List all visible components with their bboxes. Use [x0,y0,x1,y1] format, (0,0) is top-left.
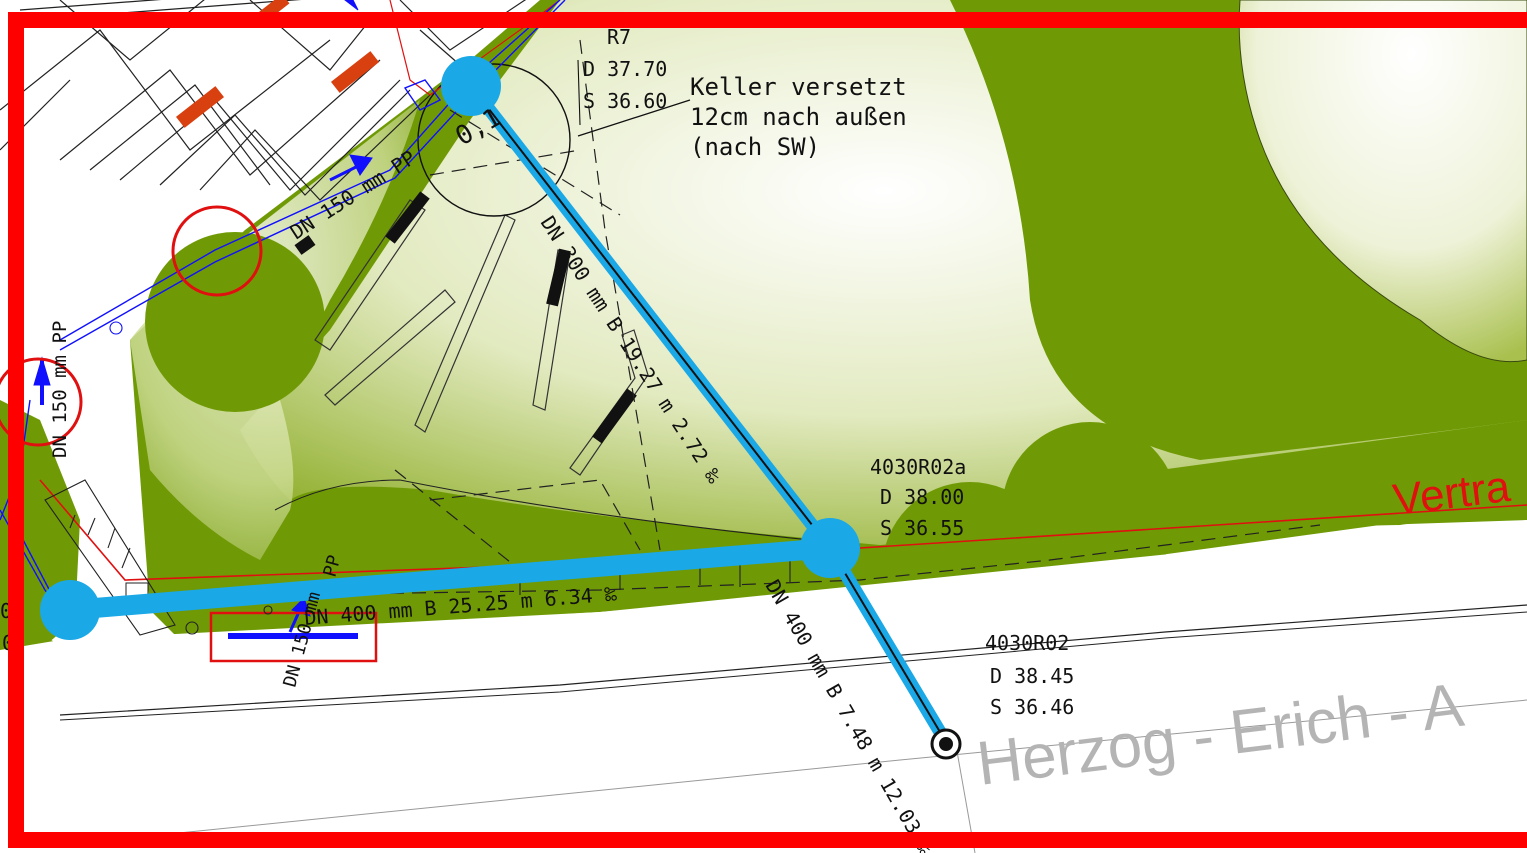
manhole-4030r02-center [939,737,953,751]
street-surface [0,520,1527,853]
inspection-shaft [403,79,442,111]
manhole-4030r02-id: 4030R02 [985,631,1069,655]
small-valve [109,321,123,335]
manhole-r7-id: R7 [607,25,631,49]
green-strip-east [1160,420,1527,530]
note-basement-line2: 12cm nach außen [690,103,907,131]
gutter-hatch [44,479,176,636]
road-edge-line [59,611,1527,721]
lawn-upper-right [1238,0,1527,363]
flow-arrow-icon [33,0,373,633]
markup-circle[interactable] [171,205,263,297]
planting-strips [314,199,649,476]
manhole-r7-cover-level: D 37.70 [583,57,667,81]
road-edge-line [59,699,1527,846]
building-mark [330,51,380,93]
planting-strip-fill [294,191,637,444]
sewer-pipe-centerline [470,85,947,743]
manhole-r7-invert-level: S 36.60 [583,89,667,113]
note-basement-line1: Keller versetzt [690,73,907,101]
manhole-r7-node[interactable] [441,56,501,116]
small-manhole [185,621,199,635]
manhole-4030r02-cover-level: D 38.45 [990,664,1074,688]
tree-canopy [1002,422,1178,598]
building-mark [175,86,225,128]
label-leader-line [577,59,581,126]
manhole-4030r02a-node[interactable] [800,518,860,578]
pipe-label-dn150-left: DN 150 mm PP [49,321,71,458]
selection-frame[interactable] [8,12,1527,848]
manhole-4030r02a-id: 4030R02a [870,455,966,479]
note-basement-line3: (nach SW) [690,133,820,161]
markup-circle[interactable] [0,357,83,447]
markup-rectangle[interactable] [209,611,378,663]
tree-canopy [145,232,325,412]
small-manhole [263,605,273,615]
manhole-west-node[interactable] [40,580,100,640]
cistern-circle [417,63,571,217]
terrain-line [274,479,861,546]
note-leader-line [577,99,691,137]
manhole-4030r02a-cover-level: D 38.00 [880,485,964,509]
manhole-4030r02-invert-level: S 36.46 [990,695,1074,719]
drain-channel [228,633,358,639]
manhole-4030r02a-invert-level: S 36.55 [880,516,964,540]
road-edge-line [59,604,1527,716]
lawn-inner [240,0,1527,545]
